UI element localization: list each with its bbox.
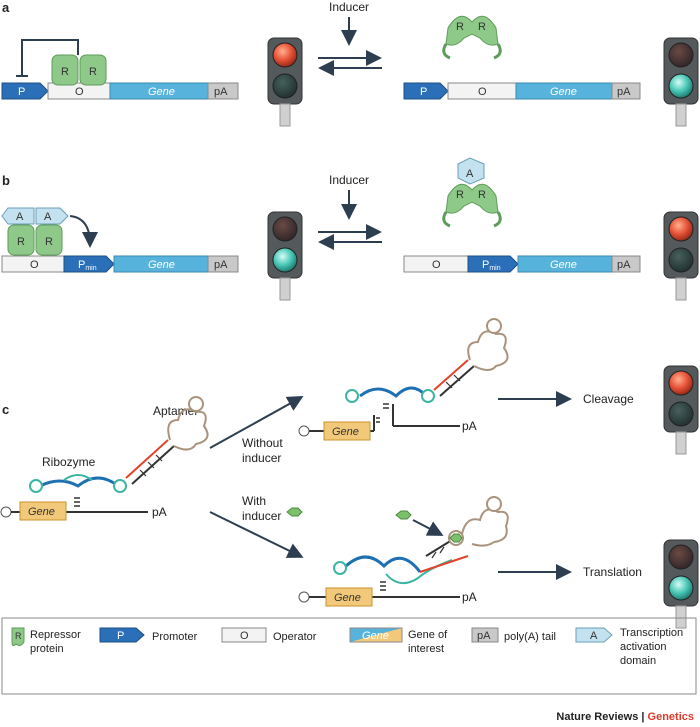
- legend-repressor: R Repressor protein: [11, 627, 81, 655]
- legend-pa-label: pA: [477, 630, 491, 642]
- promoter-label: P: [18, 86, 25, 98]
- traffic-light-b-repressed: [663, 211, 699, 301]
- gene-label: Gene: [550, 259, 577, 271]
- repressor-r-label: R: [45, 236, 53, 248]
- legend-polya-text: poly(A) tail: [504, 631, 556, 643]
- polya-box: [207, 82, 239, 100]
- legend-gene-label: Gene: [362, 630, 389, 642]
- repressor-r-label: R: [478, 21, 486, 33]
- without-inducer-label-1: Without: [242, 436, 283, 450]
- gene-label: Gene: [28, 506, 55, 518]
- repressor-subunit: [79, 54, 107, 86]
- inducer-hexagon-icon: [286, 507, 303, 517]
- polya-label: pA: [214, 86, 228, 98]
- legend-o-label: O: [240, 630, 249, 642]
- polya-label: pA: [617, 259, 631, 271]
- operator-label: O: [478, 86, 487, 98]
- pmin-label: Pmin: [78, 259, 97, 272]
- repressor-subunit: [51, 54, 79, 86]
- arrow-without-inducer: [209, 396, 304, 449]
- gene-label: Gene: [550, 86, 577, 98]
- legend-gene-text-2: interest: [408, 643, 444, 655]
- activation-a-label: A: [16, 211, 24, 223]
- repressor-r-label: R: [89, 66, 97, 78]
- polya-label: pA: [617, 86, 631, 98]
- panel-c-label: c: [2, 402, 9, 417]
- pa-label-c: pA: [462, 419, 477, 433]
- legend-repressor-text-1: Repressor: [30, 629, 81, 641]
- inhibition-line: [21, 39, 79, 76]
- activation-a-label: A: [44, 211, 52, 223]
- legend-activation: A Transcription activation domain: [575, 627, 683, 667]
- legend-operator: O Operator: [221, 627, 317, 643]
- gene-label: Gene: [148, 86, 175, 98]
- translation-label: Translation: [583, 565, 642, 579]
- arrow-with-inducer: [209, 511, 304, 558]
- traffic-light-c-cleavage: [663, 365, 699, 455]
- promoter-label: P: [420, 86, 427, 98]
- with-inducer-label-1: With: [242, 494, 266, 508]
- traffic-light-b-active: [267, 211, 303, 301]
- traffic-light-a-repressed: [267, 37, 303, 127]
- panel-c-inducer-bound: Gene pA: [298, 496, 509, 607]
- legend-polya: pA poly(A) tail: [471, 627, 556, 643]
- legend-operator-text: Operator: [273, 631, 317, 643]
- pmin-label: Pmin: [482, 259, 501, 272]
- released-repressor-a: R R: [442, 15, 502, 60]
- released-activator-b: A R R: [442, 157, 502, 228]
- inducer-label-a: Inducer: [329, 0, 369, 14]
- legend-activation-text-1: Transcription: [620, 627, 683, 639]
- legend-a-label: A: [590, 630, 598, 642]
- panel-c-cleaved-product: Gene pA: [298, 318, 509, 441]
- gene-label: Gene: [148, 259, 175, 271]
- repressor-r-label: R: [456, 21, 464, 33]
- without-inducer-label-2: inducer: [242, 451, 281, 465]
- panel-a-label: a: [2, 0, 10, 15]
- legend-r-label: R: [15, 631, 22, 641]
- repressor-r-label: R: [17, 236, 25, 248]
- legend-box: [1, 617, 697, 695]
- panel-a-construct-active: P O Gene pA: [403, 82, 641, 100]
- panel-b-construct-repressed: O Pmin Gene pA: [403, 255, 641, 273]
- legend-gene: Gene Gene of interest: [349, 627, 448, 655]
- with-inducer-label-2: inducer: [242, 509, 281, 523]
- panel-b-label: b: [2, 173, 10, 188]
- gene-label: Gene: [334, 592, 361, 604]
- legend-activation-text-3: domain: [620, 655, 656, 667]
- panel-b-construct-active: A A R R O Pmin Gene pA: [1, 207, 239, 273]
- repressor-r-label: R: [61, 66, 69, 78]
- traffic-light-c-translation: [663, 539, 699, 629]
- repressor-r-label: R: [456, 189, 464, 201]
- panel-a-construct-repressed: P O Gene pA R R: [1, 39, 239, 100]
- ribozyme-label: Ribozyme: [42, 455, 96, 469]
- pa-label-c: pA: [462, 590, 477, 604]
- panel-c-riboswitch: Aptamer Ribozyme Gene pA: [0, 396, 209, 521]
- promoter-box: [1, 82, 49, 100]
- operator-label: O: [75, 86, 84, 98]
- credit-line: Nature Reviews | Genetics: [556, 711, 694, 723]
- gene-label: Gene: [332, 426, 359, 438]
- polya-label: pA: [214, 259, 228, 271]
- operator-label: O: [30, 259, 39, 271]
- inducer-hexagon-icon: [395, 510, 412, 520]
- inducer-label-b: Inducer: [329, 173, 369, 187]
- legend-promoter-text: Promoter: [152, 631, 198, 643]
- pa-label-c: pA: [152, 505, 167, 519]
- legend-p-label: P: [117, 630, 124, 642]
- repressor-r-label: R: [478, 189, 486, 201]
- legend-promoter: P Promoter: [99, 627, 198, 643]
- legend-repressor-text-2: protein: [30, 643, 64, 655]
- traffic-light-a-active: [663, 37, 699, 127]
- operator-label: O: [432, 259, 441, 271]
- legend-gene-text-1: Gene of: [408, 629, 448, 641]
- cleavage-label: Cleavage: [583, 392, 634, 406]
- activation-a-label: A: [466, 168, 474, 180]
- legend-activation-text-2: activation: [620, 641, 666, 653]
- aptamer-label: Aptamer: [153, 404, 198, 418]
